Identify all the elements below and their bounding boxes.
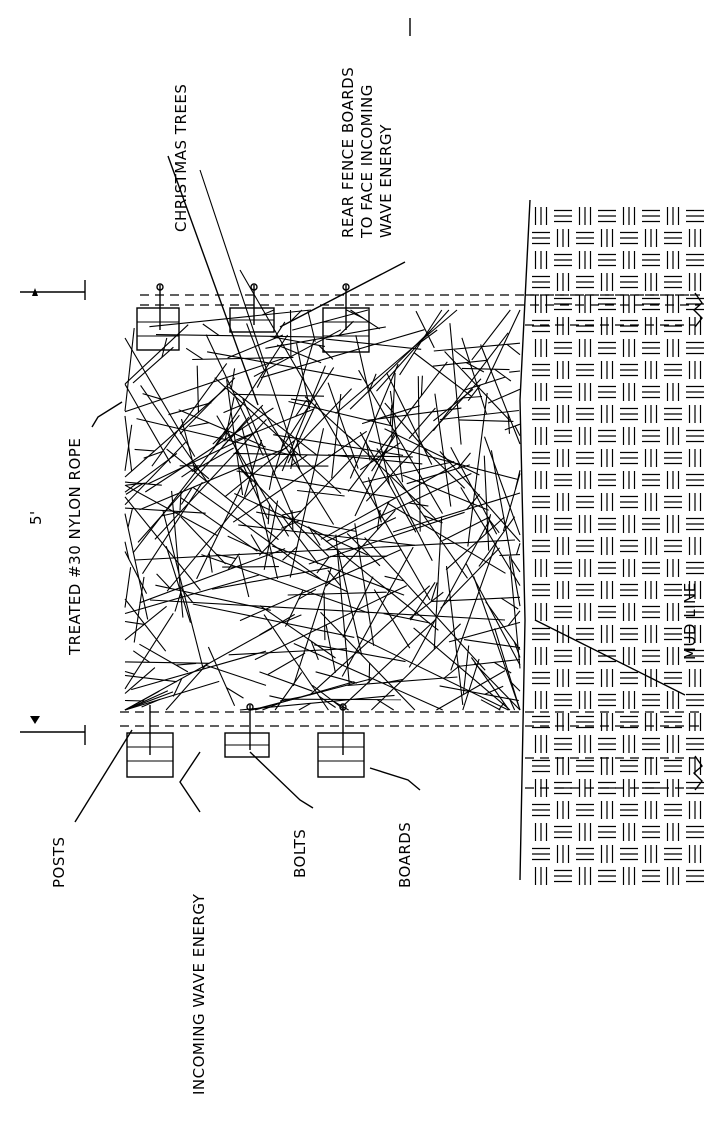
christmas-trees-branches [124,169,521,711]
label-rear-fence-line3: WAVE ENERGY [377,124,395,238]
incoming-wave-arrow [179,751,201,813]
label-mud-line: MUD LINE [681,582,699,660]
bolts-leader [249,751,314,809]
mud-line-leader [534,619,686,696]
dimension-arrow-bottom [30,716,40,724]
label-rear-fence-line1: REAR FENCE BOARDS [339,67,357,238]
label-boards: BOARDS [396,822,414,888]
label-christmas-trees: CHRISTMAS TREES [172,84,190,232]
boards-leader [369,767,421,791]
label-dimension: 5' [27,510,45,525]
trees-leader [167,155,259,406]
front-fence [120,703,703,791]
dimension-arrow-top [32,288,38,296]
label-incoming-wave-energy: INCOMING WAVE ENERGY [190,893,208,1095]
label-posts: POSTS [50,836,68,888]
label-rope: TREATED #30 NYLON ROPE [66,438,84,656]
rope-leader [91,401,123,428]
dimension-line [20,280,86,745]
mud-hatching [519,199,704,885]
leader-lines [74,155,686,823]
rear-fence [136,283,703,353]
label-bolts: BOLTS [291,829,309,878]
rear-fence-leader [279,261,406,328]
label-rear-fence-line2: TO FACE INCOMING [358,84,376,239]
posts-leader [74,729,133,823]
